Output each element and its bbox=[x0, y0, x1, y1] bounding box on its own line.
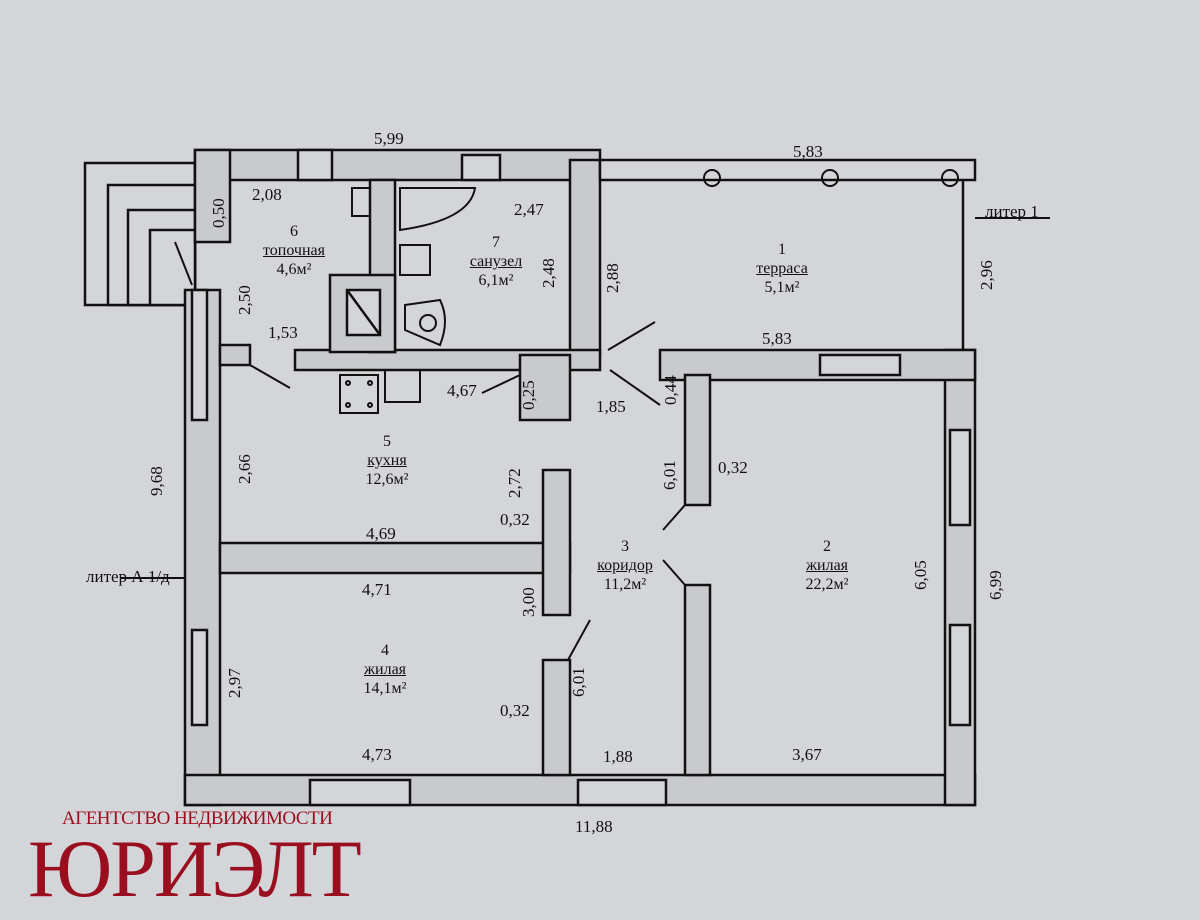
brand-logo: ЮРИЭЛТ bbox=[28, 823, 362, 914]
liter-1-label: литер 1 bbox=[985, 202, 1039, 221]
dim-467: 4,67 bbox=[447, 381, 477, 400]
dim-601-upper: 6,01 bbox=[660, 460, 679, 490]
dim-300: 3,00 bbox=[519, 587, 538, 617]
dim-032-room4: 0,32 bbox=[500, 701, 530, 720]
dim-terrace-bottom: 5,83 bbox=[762, 329, 792, 348]
dim-r7-height: 2,48 bbox=[539, 258, 558, 288]
dim-266: 2,66 bbox=[235, 454, 254, 484]
dim-r6-153: 1,53 bbox=[268, 323, 298, 342]
dim-297: 2,97 bbox=[225, 668, 244, 698]
liter-a-label: литер А 1/д bbox=[86, 567, 170, 586]
dim-left-total: 9,68 bbox=[147, 466, 166, 496]
dim-top-main: 5,99 bbox=[374, 129, 404, 148]
dim-025: 0,25 bbox=[519, 380, 538, 410]
dim-272: 2,72 bbox=[505, 468, 524, 498]
fixtures bbox=[120, 169, 1050, 661]
dim-188: 1,88 bbox=[603, 747, 633, 766]
dim-terrace-height: 2,96 bbox=[977, 260, 996, 290]
dim-473: 4,73 bbox=[362, 745, 392, 764]
dim-bottom-total: 11,88 bbox=[575, 817, 613, 836]
walls bbox=[83, 148, 977, 807]
dim-r6-width: 2,08 bbox=[252, 185, 282, 204]
dim-288: 2,88 bbox=[603, 263, 622, 293]
dim-367: 3,67 bbox=[792, 745, 822, 764]
dim-right-total: 6,99 bbox=[986, 570, 1005, 600]
dim-469: 4,69 bbox=[366, 524, 396, 543]
dim-top-terrace: 5,83 bbox=[793, 142, 823, 161]
dim-r6-050: 0,50 bbox=[209, 198, 228, 228]
dim-605: 6,05 bbox=[911, 560, 930, 590]
dim-185: 1,85 bbox=[596, 397, 626, 416]
dim-044: 0,44 bbox=[661, 375, 680, 405]
dim-032-kitchen: 0,32 bbox=[500, 510, 530, 529]
dim-601-lower: 6,01 bbox=[569, 667, 588, 697]
dim-r7-width: 2,47 bbox=[514, 200, 544, 219]
agency-tagline: АГЕНТСТВО НЕДВИЖИМОСТИ bbox=[62, 808, 333, 829]
dim-032-corridor: 0,32 bbox=[718, 458, 748, 477]
dim-r6-height: 2,50 bbox=[235, 285, 254, 315]
dim-471: 4,71 bbox=[362, 580, 392, 599]
